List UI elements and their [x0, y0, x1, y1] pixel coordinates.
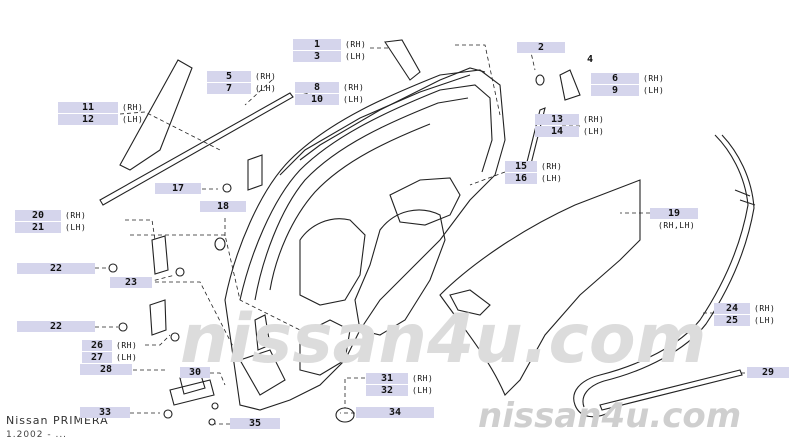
part-number: 22: [17, 263, 95, 274]
part-number: 3: [293, 50, 341, 62]
part-side: (LH): [541, 173, 563, 183]
watermark-bottom-right: nissan4u.com: [478, 396, 742, 436]
model-date: 1.2002 - ...: [6, 430, 68, 440]
part-side: (LH): [412, 385, 434, 395]
part-number: 5: [207, 70, 251, 82]
part-number: 31: [366, 372, 408, 384]
part-number: 23: [110, 277, 152, 288]
part-label-22-lower[interactable]: 22: [17, 321, 95, 332]
part-side: (RH): [412, 373, 434, 383]
part-side: (RH): [754, 303, 776, 313]
part-label-19[interactable]: 19 (RH,LH): [650, 207, 698, 231]
part-number: 13: [535, 113, 579, 125]
part-number: 6: [591, 72, 639, 84]
part-side: (RH): [65, 210, 87, 220]
part-label-18[interactable]: 18: [200, 201, 246, 212]
part-number: 2: [517, 42, 565, 53]
watermark-center: nissan4u.com: [180, 300, 707, 379]
part-side: (RH): [343, 82, 365, 92]
part-label-33[interactable]: 33: [80, 407, 130, 418]
part-label-6-9[interactable]: 6 (RH) 9 (LH): [591, 72, 664, 96]
part-side: (RH): [255, 71, 277, 81]
part-side: (LH): [583, 126, 605, 136]
part-number: 22: [17, 321, 95, 332]
part-label-31-32[interactable]: 31 (RH) 32 (LH): [366, 372, 433, 396]
part-number: 32: [366, 384, 408, 396]
part-number: 34: [356, 407, 434, 418]
part-label-11-12[interactable]: 11 (RH) 12 (LH): [58, 101, 143, 125]
part-number: 20: [15, 209, 61, 221]
part-label-20-21[interactable]: 20 (RH) 21 (LH): [15, 209, 86, 233]
part-label-34[interactable]: 34: [356, 407, 434, 418]
part-number: 19: [650, 207, 698, 219]
part-number: 25: [714, 314, 750, 326]
part-label-17[interactable]: 17: [155, 183, 201, 194]
part-label-29[interactable]: 29: [747, 367, 789, 378]
part-side: (RH): [643, 73, 665, 83]
part-number: 28: [80, 364, 132, 375]
part-label-8-10[interactable]: 8 (RH) 10 (LH): [295, 81, 364, 105]
part-number: 4: [586, 54, 594, 65]
part-number: 9: [591, 84, 639, 96]
part-side: (LH): [343, 94, 365, 104]
part-label-30[interactable]: 30: [180, 367, 210, 378]
part-side: (LH): [122, 114, 144, 124]
part-number: 14: [535, 125, 579, 137]
part-label-24-25[interactable]: 24 (RH) 25 (LH): [714, 302, 775, 326]
part-side: (LH): [116, 352, 138, 362]
part-label-2[interactable]: 2: [517, 42, 565, 53]
part-number: 11: [58, 101, 118, 113]
part-number: 12: [58, 113, 118, 125]
part-side: (LH): [255, 83, 277, 93]
part-number: 35: [230, 418, 280, 429]
part-label-35[interactable]: 35: [230, 418, 280, 429]
part-side: (LH): [754, 315, 776, 325]
part-label-28[interactable]: 28: [80, 364, 132, 375]
part-number: 27: [82, 351, 112, 363]
part-label-13-14[interactable]: 13 (RH) 14 (LH): [535, 113, 604, 137]
part-number: 10: [295, 93, 339, 105]
part-number: 30: [180, 367, 210, 378]
part-side: (LH): [65, 222, 87, 232]
part-side: (RH): [541, 161, 563, 171]
part-side: (RH): [583, 114, 605, 124]
part-side: (RH,LH): [658, 220, 696, 230]
part-number: 8: [295, 81, 339, 93]
part-label-26-27[interactable]: 26 (RH) 27 (LH): [82, 339, 137, 363]
part-number: 17: [155, 183, 201, 194]
part-number: 18: [200, 201, 246, 212]
part-number: 1: [293, 38, 341, 50]
part-number: 33: [80, 407, 130, 418]
part-label-23[interactable]: 23: [110, 277, 152, 288]
part-label-5-7[interactable]: 5 (RH) 7 (LH): [207, 70, 276, 94]
part-side: (RH): [122, 102, 144, 112]
part-number: 29: [747, 367, 789, 378]
part-side: (LH): [345, 51, 367, 61]
part-number: 16: [505, 172, 537, 184]
part-side: (RH): [116, 340, 138, 350]
part-label-22-upper[interactable]: 22: [17, 263, 95, 274]
part-number: 26: [82, 339, 112, 351]
part-label-1-3[interactable]: 1 (RH) 3 (LH): [293, 38, 366, 62]
part-label-4[interactable]: 4: [566, 54, 614, 65]
part-number: 24: [714, 302, 750, 314]
part-label-15-16[interactable]: 15 (RH) 16 (LH): [505, 160, 562, 184]
part-number: 21: [15, 221, 61, 233]
part-number: 7: [207, 82, 251, 94]
part-side: (LH): [643, 85, 665, 95]
part-side: (RH): [345, 39, 367, 49]
part-number: 15: [505, 160, 537, 172]
